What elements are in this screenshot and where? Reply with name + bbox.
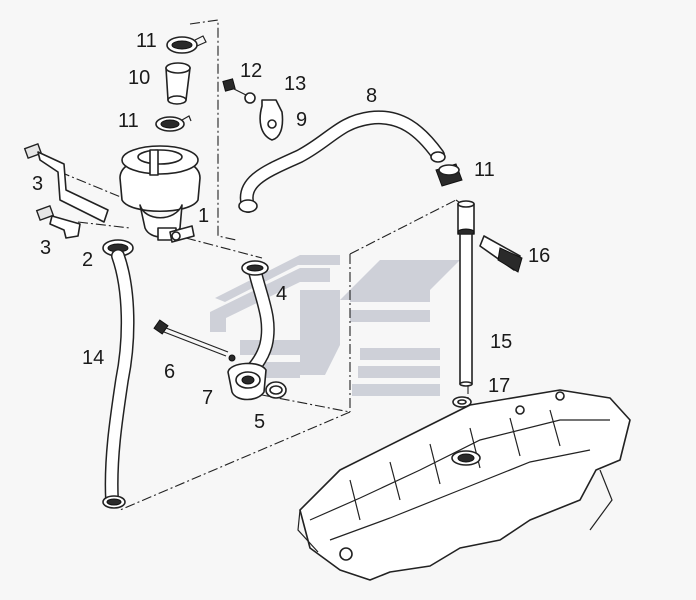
callout-1: 1 <box>198 205 209 227</box>
plug-16 <box>479 235 523 273</box>
o-ring-5 <box>265 381 287 399</box>
callout-10: 10 <box>128 67 150 89</box>
callout-8: 8 <box>366 85 377 107</box>
long-hose-8 <box>238 110 446 213</box>
callout-9: 9 <box>296 109 307 131</box>
callout-15: 15 <box>490 331 512 353</box>
callout-11-mid: 11 <box>118 110 139 132</box>
valve-7 <box>227 362 267 401</box>
callout-3-upper: 3 <box>32 173 43 195</box>
bolt-6 <box>153 319 236 362</box>
callout-3-lower: 3 <box>40 237 51 259</box>
callout-16: 16 <box>528 245 550 267</box>
callout-6: 6 <box>164 361 175 383</box>
callout-11-right: 11 <box>474 159 495 181</box>
short-hose <box>165 62 191 105</box>
washer-13 <box>244 92 256 104</box>
oil-separator <box>119 145 201 243</box>
hose-clamp-middle <box>155 115 192 132</box>
callout-17: 17 <box>488 375 510 397</box>
callout-14: 14 <box>82 347 104 369</box>
callout-12: 12 <box>240 60 262 82</box>
callout-7: 7 <box>202 387 213 409</box>
callout-2: 2 <box>82 249 93 271</box>
callout-13: 13 <box>284 73 306 95</box>
bracket-lower <box>35 205 81 239</box>
watermark-logo-icon <box>210 255 460 396</box>
hose-clamp-right <box>435 163 463 187</box>
callout-11-top: 11 <box>136 30 157 52</box>
callout-5: 5 <box>254 411 265 433</box>
tube-15 <box>457 200 475 387</box>
bracket-upper <box>23 143 109 223</box>
callout-labels: 11 10 11 12 13 9 8 11 3 3 1 2 4 16 14 6 … <box>32 30 550 433</box>
bracket-9 <box>259 99 284 141</box>
callout-4: 4 <box>276 283 287 305</box>
hose-clamp-top <box>166 35 207 54</box>
cylinder-head-cover <box>297 389 631 581</box>
washer-17 <box>452 396 472 408</box>
breather-hose-14 <box>102 249 135 509</box>
